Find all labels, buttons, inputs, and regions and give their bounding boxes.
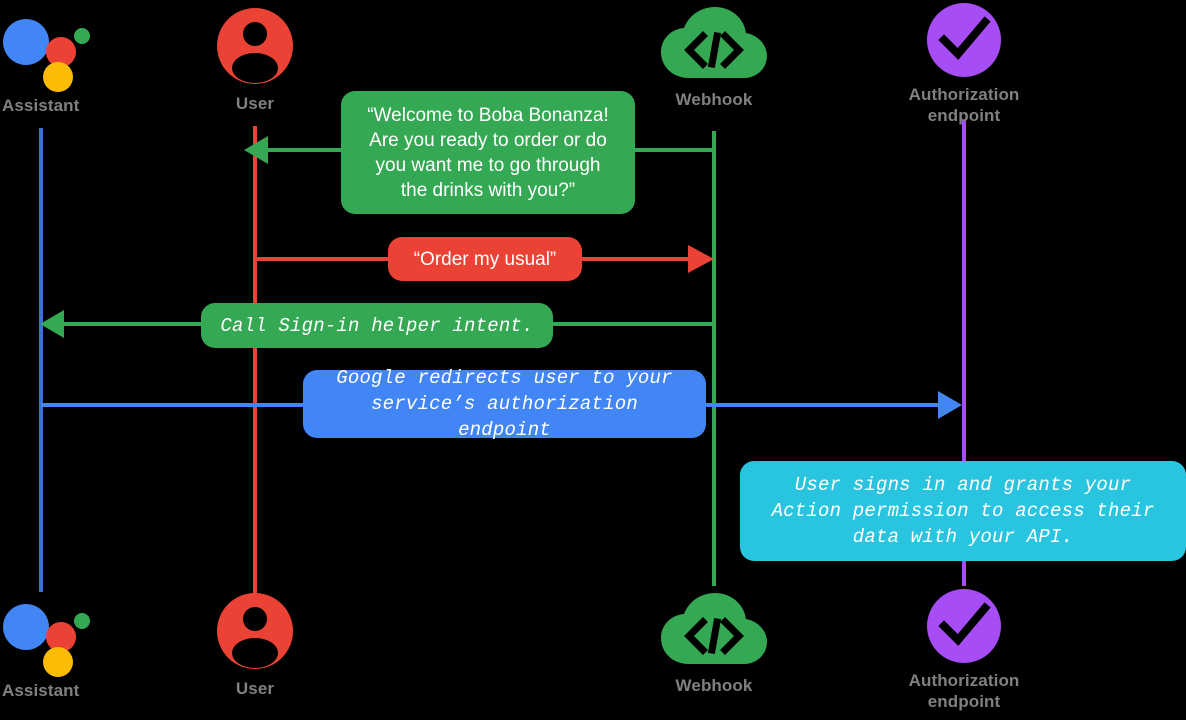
google-assistant-icon bbox=[3, 10, 90, 92]
assistant-dot-yellow bbox=[43, 62, 73, 92]
lifeline-authorization-endpoint bbox=[962, 120, 966, 586]
cloud-code-icon-svg bbox=[661, 7, 767, 78]
user-avatar-head bbox=[243, 607, 267, 631]
actor-user-top[interactable]: User bbox=[217, 8, 293, 114]
assistant-dot-blue bbox=[3, 19, 49, 65]
assistant-dot-green bbox=[74, 28, 90, 44]
actor-webhook-bottom[interactable]: Webhook bbox=[659, 592, 769, 696]
check-circle-icon-svg bbox=[927, 589, 1001, 663]
actor-webhook-top[interactable]: Webhook bbox=[659, 6, 769, 110]
user-avatar-body bbox=[232, 638, 278, 668]
actor-label-user-bottom: User bbox=[235, 679, 275, 698]
arrowhead-call-signin-helper bbox=[40, 310, 64, 338]
actor-label-webhook-bottom: Webhook bbox=[675, 676, 753, 695]
user-avatar-head bbox=[243, 22, 267, 46]
assistant-dot-yellow bbox=[43, 647, 73, 677]
check-circle-icon-bottom bbox=[927, 589, 1001, 663]
message-bubble-call-signin-helper[interactable]: Call Sign-in helper intent. bbox=[201, 303, 553, 348]
user-avatar-icon bbox=[217, 8, 293, 84]
actor-label-webhook-top: Webhook bbox=[675, 90, 753, 109]
actor-authorization-endpoint-top[interactable]: Authorization endpoint bbox=[889, 3, 1039, 126]
lifeline-user bbox=[253, 126, 257, 594]
assistant-dot-green bbox=[74, 613, 90, 629]
user-avatar-icon-bottom bbox=[217, 593, 293, 669]
assistant-dot-blue bbox=[3, 604, 49, 650]
arrowhead-welcome bbox=[244, 136, 268, 164]
actor-label-assistant-top: Assistant bbox=[2, 96, 80, 115]
lifeline-assistant bbox=[39, 128, 43, 592]
cloud-code-icon-bottom bbox=[659, 592, 769, 668]
message-bubble-welcome[interactable]: “Welcome to Boba Bonanza! Are you ready … bbox=[341, 91, 635, 214]
message-bubble-google-redirect[interactable]: Google redirects user to your service’s … bbox=[303, 367, 706, 441]
actor-user-bottom[interactable]: User bbox=[217, 593, 293, 699]
actor-label-assistant-bottom: Assistant bbox=[2, 681, 80, 700]
actor-label-authorization-endpoint-top: Authorization endpoint bbox=[908, 85, 1020, 125]
actor-assistant-bottom[interactable]: Assistant bbox=[0, 595, 92, 701]
message-bubble-order-my-usual[interactable]: “Order my usual” bbox=[388, 237, 582, 281]
actor-label-authorization-endpoint-bottom: Authorization endpoint bbox=[908, 671, 1020, 711]
cloud-code-icon bbox=[659, 6, 769, 82]
actor-assistant-top[interactable]: Assistant bbox=[0, 10, 92, 116]
google-assistant-icon-bottom bbox=[3, 595, 90, 677]
message-note-user-signs-in[interactable]: User signs in and grants your Action per… bbox=[740, 461, 1186, 561]
actor-authorization-endpoint-bottom[interactable]: Authorization endpoint bbox=[889, 589, 1039, 712]
arrowhead-order-my-usual bbox=[688, 245, 714, 273]
lifeline-webhook bbox=[712, 131, 716, 586]
actor-label-user-top: User bbox=[235, 94, 275, 113]
arrowhead-google-redirect bbox=[938, 391, 962, 419]
user-avatar-body bbox=[232, 53, 278, 83]
check-circle-icon bbox=[927, 3, 1001, 77]
check-circle-icon-svg bbox=[927, 3, 1001, 77]
cloud-code-icon-svg bbox=[661, 593, 767, 664]
